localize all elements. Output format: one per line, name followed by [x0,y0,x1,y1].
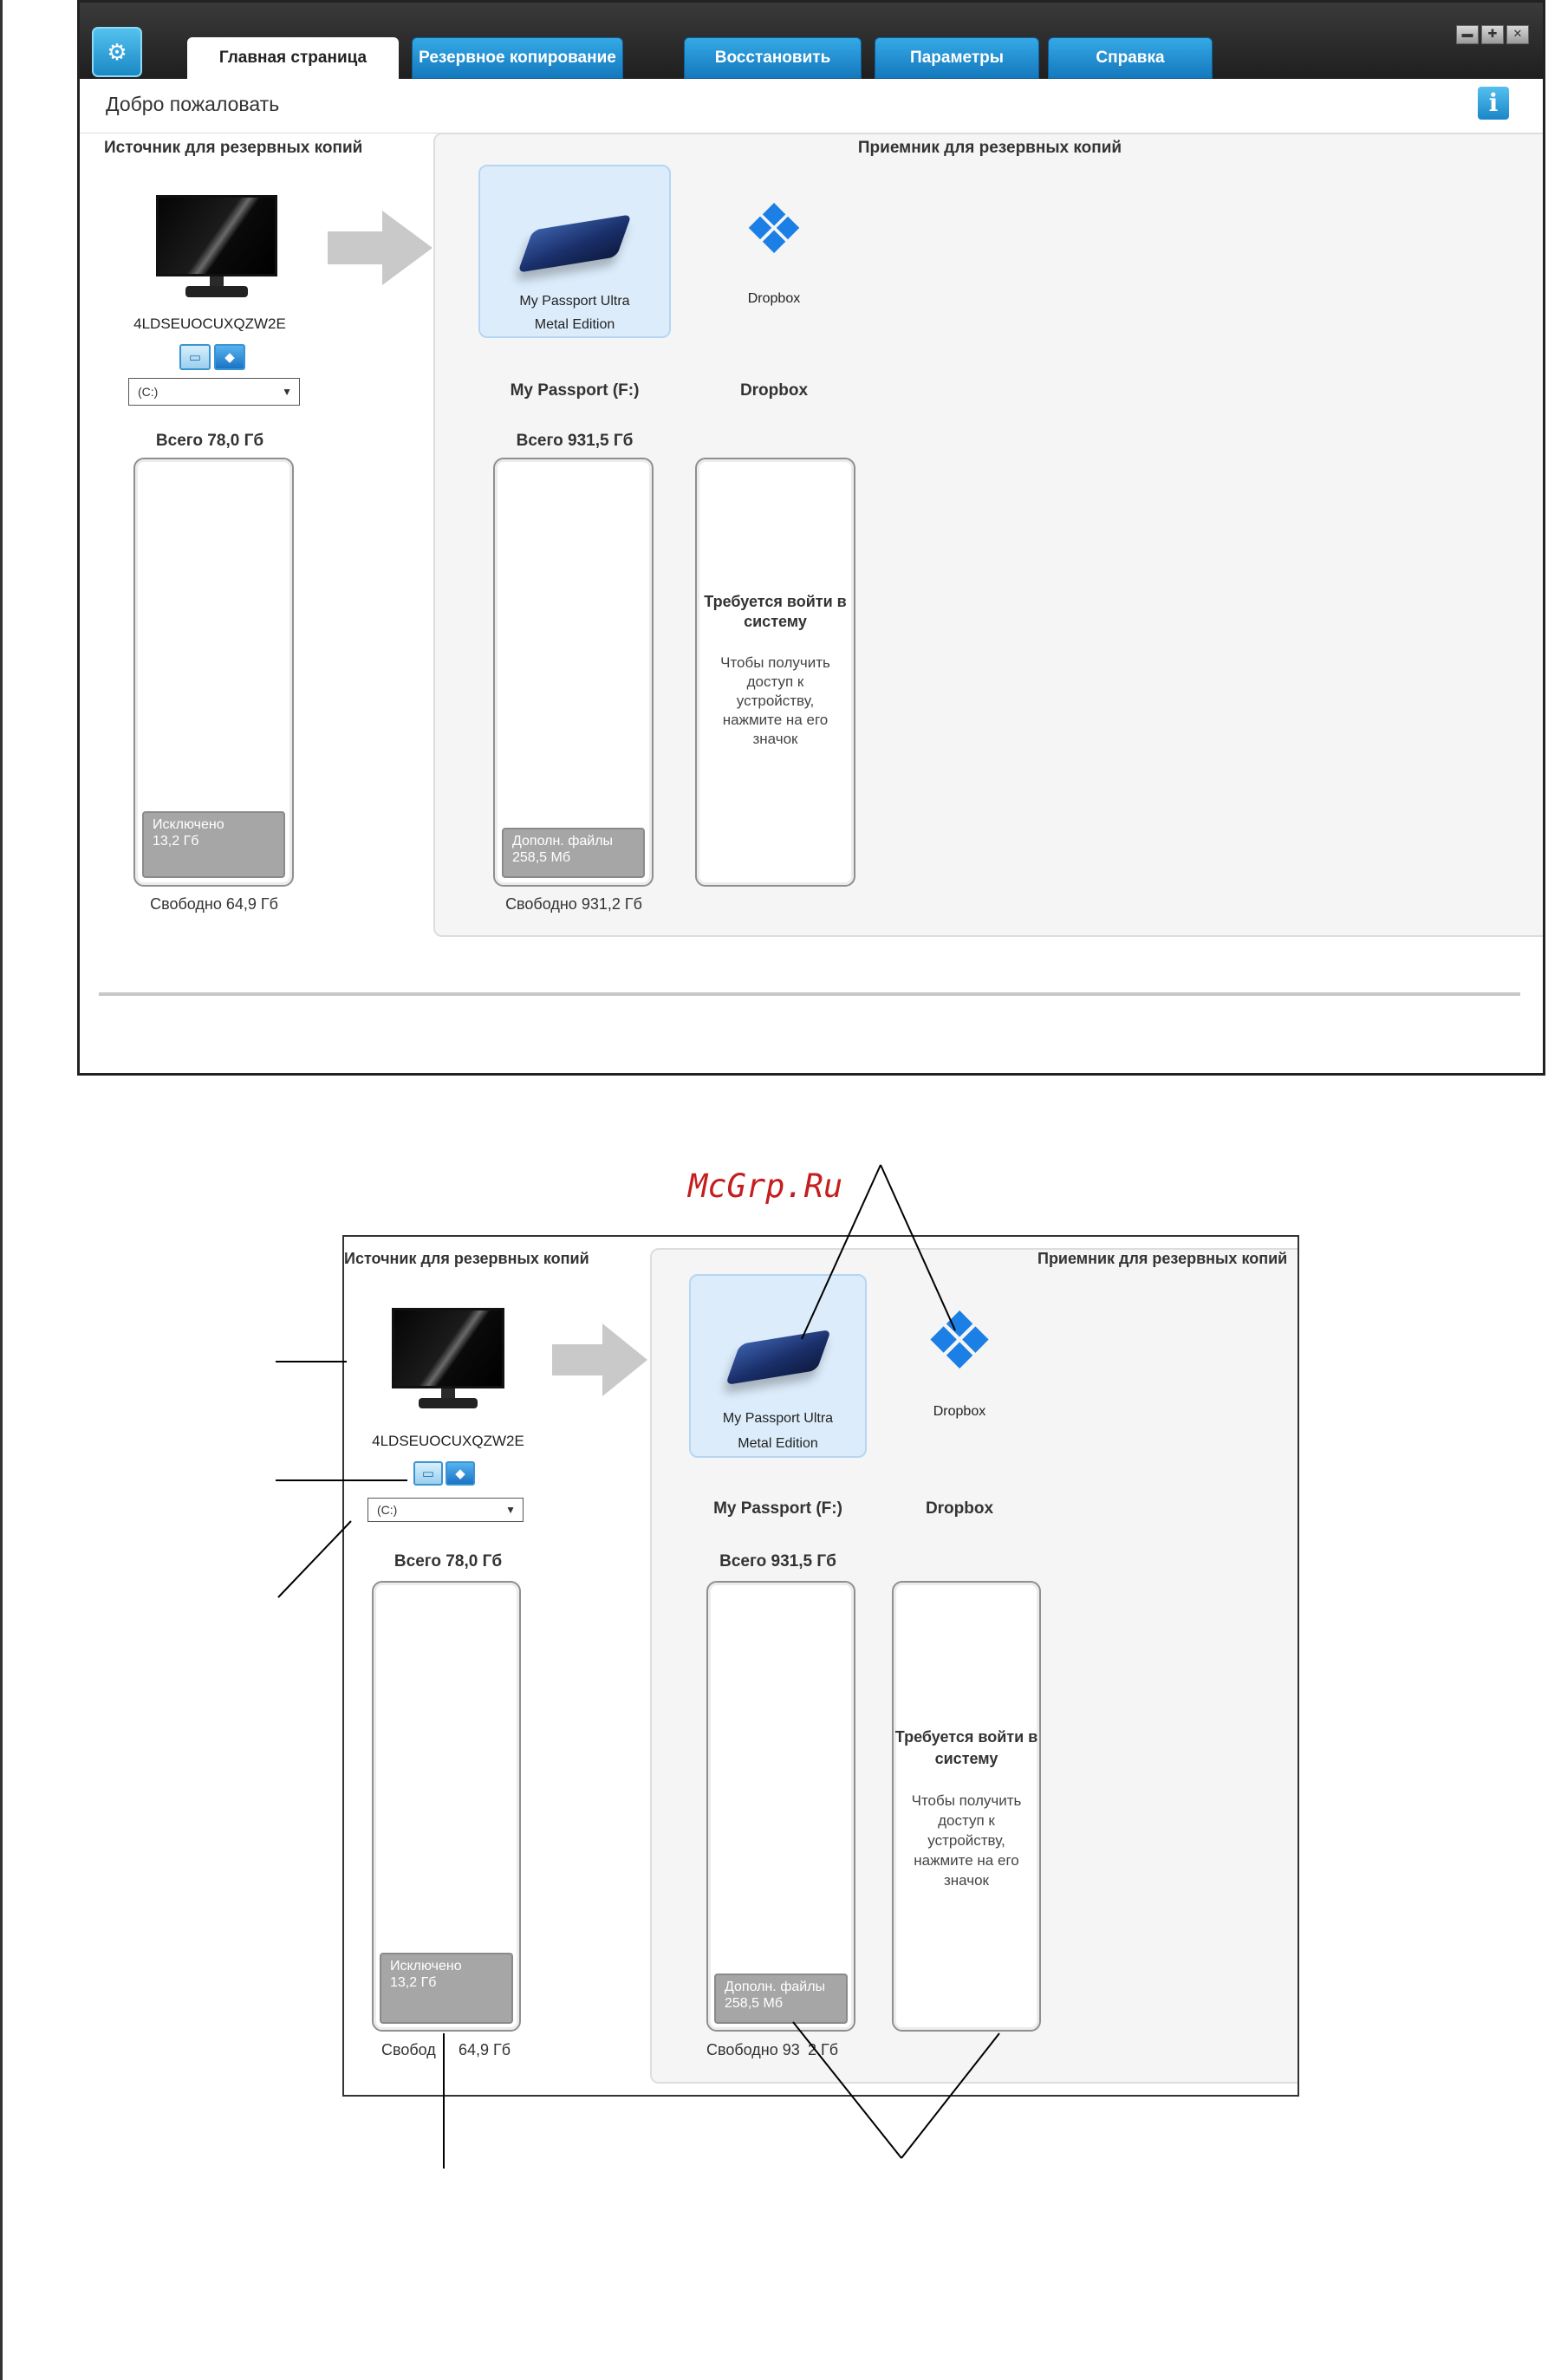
source-free: Свободно 64,9 Гб [150,895,278,913]
monitor-icon[interactable] [156,195,277,302]
passport-storage-bar: Дополн. файлы 258,5 Мб [493,458,654,887]
diagram-passport-storage-bar: Дополн. файлы 258,5 Мб [706,1581,855,2032]
passport-name: My Passport Ultra Metal Edition [480,289,669,336]
excluded-segment: Исключено 13,2 Гб [142,811,285,878]
source-total: Всего 78,0 Гб [155,432,264,450]
drive-select-value: (C:) [138,385,159,399]
excluded-size: 13,2 Гб [153,834,199,849]
diagram-computer-source-icon[interactable]: ▭ [413,1461,443,1486]
diagram-passport-name-line1: My Passport Ultra [722,1411,834,1426]
tab-backup[interactable]: Резервное копирование [412,37,623,79]
computer-name: 4LDSEUOCUXQZW2E [133,315,286,332]
extra-files-size: 258,5 Мб [512,850,570,865]
passport-drive-label: My Passport (F:) [510,381,640,400]
tab-restore[interactable]: Восстановить [684,37,862,79]
diagram-passport-device-card[interactable]: My Passport Ultra Metal Edition [689,1274,867,1458]
diagram-dropbox-name: Dropbox [933,1404,986,1419]
callout-drive-select [277,1520,352,1598]
source-title: Источник для резервных копий [104,139,363,157]
diagram-source-total: Всего 78,0 Гб [394,1552,503,1570]
diagram-source-free-a: Свобод [381,2041,436,2058]
dropbox-source-icon[interactable]: ◆ [214,344,245,370]
diagram-extra-files-segment: Дополн. файлы 258,5 Мб [714,1974,848,2024]
info-icon[interactable]: i [1478,87,1509,120]
diagram-dropbox-drive-label: Dropbox [925,1499,994,1518]
diagram-excluded-size: 13,2 Гб [390,1975,437,1990]
close-icon[interactable]: ✕ [1506,25,1529,44]
diagram-passport-name: My Passport Ultra Metal Edition [691,1406,865,1456]
watermark: McGrp.Ru [688,1167,843,1205]
diagram-excluded-segment: Исключено 13,2 Гб [380,1953,513,2024]
chevron-down-icon: ▼ [282,386,292,398]
diagram-dropbox-login-required: Требуется войти в систему [894,1728,1038,1767]
diagram-dropbox-storage-box[interactable]: Требуется войти в систему Чтобы получить… [892,1581,1041,2032]
page-border [0,0,3,2380]
callout-dropbox [880,1164,956,1331]
extra-files-segment: Дополн. файлы 258,5 Мб [502,828,645,878]
diagram-source-storage-bar: Исключено 13,2 Гб [372,1581,521,2032]
callout-passport [801,1164,881,1340]
dropbox-icon[interactable]: ❖ [743,191,805,268]
diagram-source-free-b: 64,9 Гб [459,2041,511,2058]
passport-device-card[interactable]: My Passport Ultra Metal Edition [478,165,671,338]
maximize-icon[interactable]: ✚ [1481,25,1504,44]
diagram-drive-select-value: (C:) [377,1503,398,1517]
diagram-dropbox-source-icon[interactable]: ◆ [446,1461,475,1486]
callout-passport-storage [792,2021,902,2159]
diagram-arrow-right-icon [552,1323,647,1396]
tab-home-label: Главная страница [218,49,367,67]
dropbox-storage-box[interactable]: Требуется войти в систему Чтобы получить… [695,458,855,887]
dropbox-login-required: Требуется войти в систему [704,593,847,630]
dropbox-drive-label: Dropbox [739,381,809,400]
diagram-destination-title: Приемник для резервных копий [1037,1250,1288,1267]
tab-settings[interactable]: Параметры [875,37,1039,79]
tab-backup-label: Резервное копирование [419,49,616,67]
excluded-label: Исключено [153,817,224,832]
minimize-icon[interactable]: ▬ [1456,25,1479,44]
tab-restore-label: Восстановить [714,49,831,67]
diagram-passport-total: Всего 931,5 Гб [719,1552,836,1570]
tab-help-label: Справка [1096,49,1165,67]
diagram-monitor-icon[interactable] [392,1308,504,1414]
passport-total: Всего 931,5 Гб [516,432,634,450]
diagram-computer-name: 4LDSEUOCUXQZW2E [372,1433,524,1449]
callout-dropbox-storage [901,2032,1000,2159]
diagram-source-title: Источник для резервных копий [344,1250,589,1267]
divider-line [99,992,1520,996]
passport-name-line1: My Passport Ultra [519,294,630,309]
computer-source-icon[interactable]: ▭ [179,344,211,370]
diagram-chevron-down-icon: ▼ [505,1504,516,1516]
app-window: ⚙ Главная страница Резервное копирование… [77,0,1545,1076]
diagram-dropbox-login-hint: Чтобы получить доступ к устройству, нажм… [911,1792,1022,1889]
extra-files-label: Дополн. файлы [512,834,614,849]
diagram-passport-drive-label: My Passport (F:) [713,1499,842,1518]
diagram-frame: Источник для резервных копий Приемник дл… [342,1235,1299,2097]
destination-title: Приемник для резервных копий [857,139,1122,157]
app-logo-icon[interactable]: ⚙ [92,27,142,77]
dropbox-login-hint: Чтобы получить доступ к устройству, нажм… [720,654,830,747]
welcome-text: Добро пожаловать [106,93,280,115]
diagram-passport-free-a: Свободно 93 [706,2041,800,2058]
diagram-excluded-label: Исключено [390,1959,462,1974]
diagram-extra-files-label: Дополн. файлы [725,1980,826,1994]
passport-name-line2: Metal Edition [534,317,615,332]
tab-home[interactable]: Главная страница [187,37,399,79]
diagram-drive-select[interactable]: (C:) ▼ [367,1498,524,1522]
diagram-passport-free-b: 2 Гб [808,2041,839,2058]
diagram-passport-name-line2: Metal Edition [738,1436,818,1451]
tab-help[interactable]: Справка [1048,37,1213,79]
diagram-extra-files-size: 258,5 Мб [725,1996,783,2011]
diagram-dropbox-icon[interactable]: ❖ [923,1297,996,1386]
passport-free: Свободно 931,2 Гб [505,895,642,913]
dropbox-name: Dropbox [747,291,801,306]
tab-settings-label: Параметры [910,49,1004,67]
arrow-right-icon [328,211,433,285]
source-storage-bar: Исключено 13,2 Гб [133,458,294,887]
drive-select[interactable]: (C:) ▼ [128,378,300,406]
window-controls: ▬ ✚ ✕ [1456,25,1529,44]
